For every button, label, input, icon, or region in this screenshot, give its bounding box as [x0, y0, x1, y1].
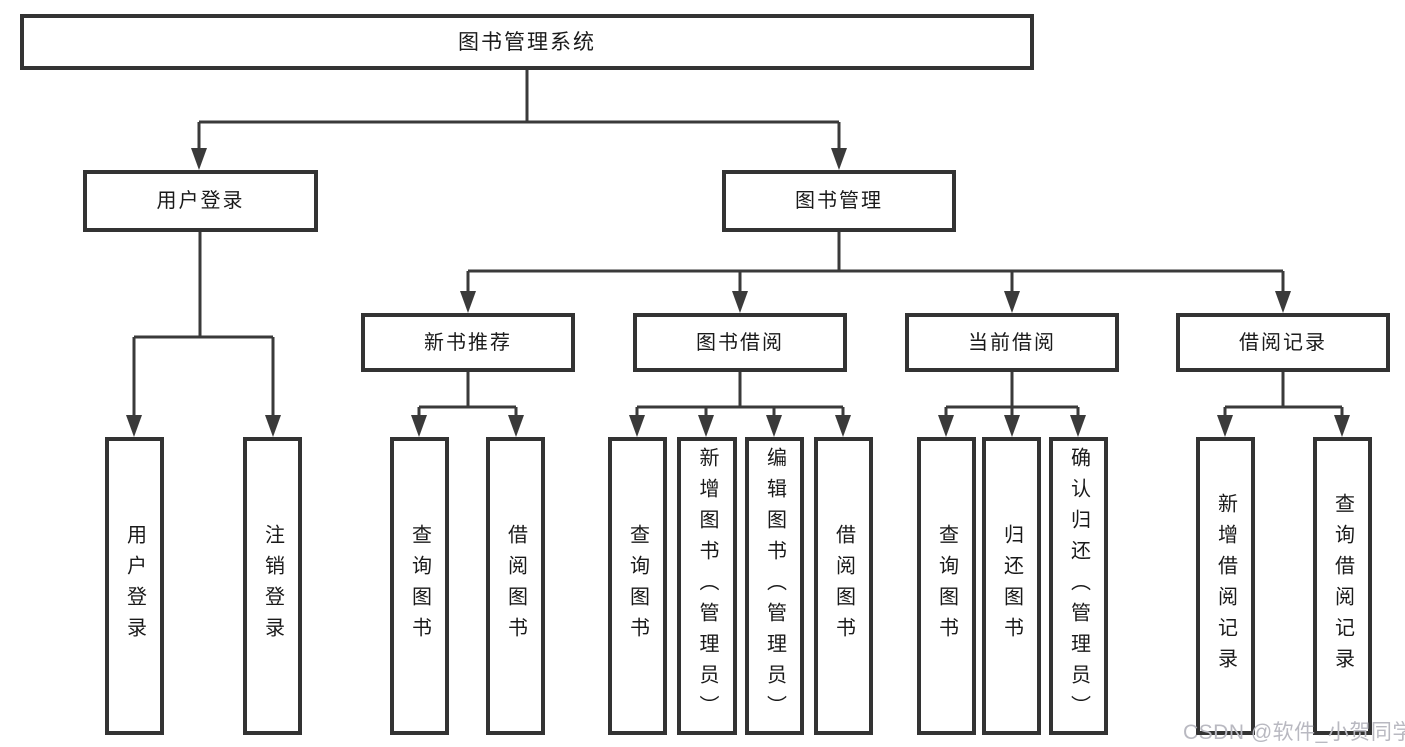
edge-login-to-leaves: [132, 232, 275, 419]
arrow-icon: [835, 415, 851, 437]
node-label: 借阅图书: [504, 524, 527, 648]
arrowheads: [126, 148, 1350, 437]
arrow-icon: [1004, 415, 1020, 437]
node-label: 图书借阅: [696, 331, 784, 354]
node-label: 归还图书: [1000, 524, 1023, 648]
arrow-icon: [629, 415, 645, 437]
node-leaf-borrow-books-recommend: 借阅图书: [486, 437, 545, 735]
node-new-book-recommend: 新书推荐: [361, 313, 575, 372]
node-user-login: 用户登录: [83, 170, 318, 232]
arrow-icon: [1334, 415, 1350, 437]
node-leaf-confirm-return-admin: 确认归还（管理员）: [1049, 437, 1108, 735]
arrow-icon: [411, 415, 427, 437]
arrow-icon: [732, 291, 748, 313]
arrow-icon: [1004, 291, 1020, 313]
node-leaf-query-books-recommend: 查询图书: [390, 437, 449, 735]
edge-borrow-to-leaves: [635, 372, 845, 419]
node-label: 图书管理: [795, 190, 883, 212]
arrow-icon: [126, 415, 142, 437]
arrow-icon: [191, 148, 207, 170]
arrow-icon: [698, 415, 714, 437]
edge-recommend-to-leaves: [417, 372, 518, 419]
node-label: 查询借阅记录: [1331, 493, 1354, 679]
node-label: 确认归还（管理员）: [1067, 446, 1090, 726]
arrow-icon: [1070, 415, 1086, 437]
node-root-system: 图书管理系统: [20, 14, 1034, 70]
node-leaf-add-book-admin: 新增图书（管理员）: [677, 437, 737, 735]
edge-current-to-leaves: [944, 372, 1080, 419]
node-label: 查询图书: [935, 524, 958, 648]
arrow-icon: [1275, 291, 1291, 313]
edge-bookmgmt-to-level3: [466, 232, 1285, 295]
arrow-icon: [831, 148, 847, 170]
node-leaf-user-login: 用户登录: [105, 437, 164, 735]
node-label: 借阅记录: [1239, 331, 1327, 354]
node-book-borrowing: 图书借阅: [633, 313, 847, 372]
edge-records-to-leaves: [1223, 372, 1344, 419]
node-borrowing-records: 借阅记录: [1176, 313, 1390, 372]
arrow-icon: [460, 291, 476, 313]
node-leaf-query-books-current: 查询图书: [917, 437, 976, 735]
edge-root-to-level2: [197, 70, 841, 152]
arrow-icon: [766, 415, 782, 437]
node-leaf-query-borrow-record: 查询借阅记录: [1313, 437, 1372, 735]
node-book-management: 图书管理: [722, 170, 956, 232]
node-leaf-add-borrow-record: 新增借阅记录: [1196, 437, 1255, 735]
node-label: 查询图书: [626, 524, 649, 648]
node-label: 编辑图书（管理员）: [763, 446, 786, 726]
arrow-icon: [1217, 415, 1233, 437]
node-label: 图书管理系统: [458, 30, 596, 54]
node-label: 查询图书: [408, 524, 431, 648]
node-leaf-return-book: 归还图书: [982, 437, 1041, 735]
node-label: 注销登录: [261, 524, 284, 648]
node-label: 新书推荐: [424, 331, 512, 354]
node-label: 用户登录: [123, 524, 146, 648]
node-label: 新增图书（管理员）: [696, 446, 718, 726]
node-leaf-edit-book-admin: 编辑图书（管理员）: [745, 437, 804, 735]
node-current-borrowing: 当前借阅: [905, 313, 1119, 372]
node-leaf-borrow-books-borrow: 借阅图书: [814, 437, 873, 735]
arrow-icon: [265, 415, 281, 437]
node-label: 用户登录: [156, 190, 245, 212]
node-leaf-query-books-borrow: 查询图书: [608, 437, 667, 735]
arrow-icon: [938, 415, 954, 437]
node-label: 新增借阅记录: [1214, 493, 1237, 679]
node-label: 当前借阅: [968, 331, 1056, 354]
csdn-watermark: CSDN @软件_小贺同学: [1183, 721, 1405, 744]
node-label: 借阅图书: [832, 524, 855, 648]
arrow-icon: [508, 415, 524, 437]
node-leaf-logout: 注销登录: [243, 437, 302, 735]
